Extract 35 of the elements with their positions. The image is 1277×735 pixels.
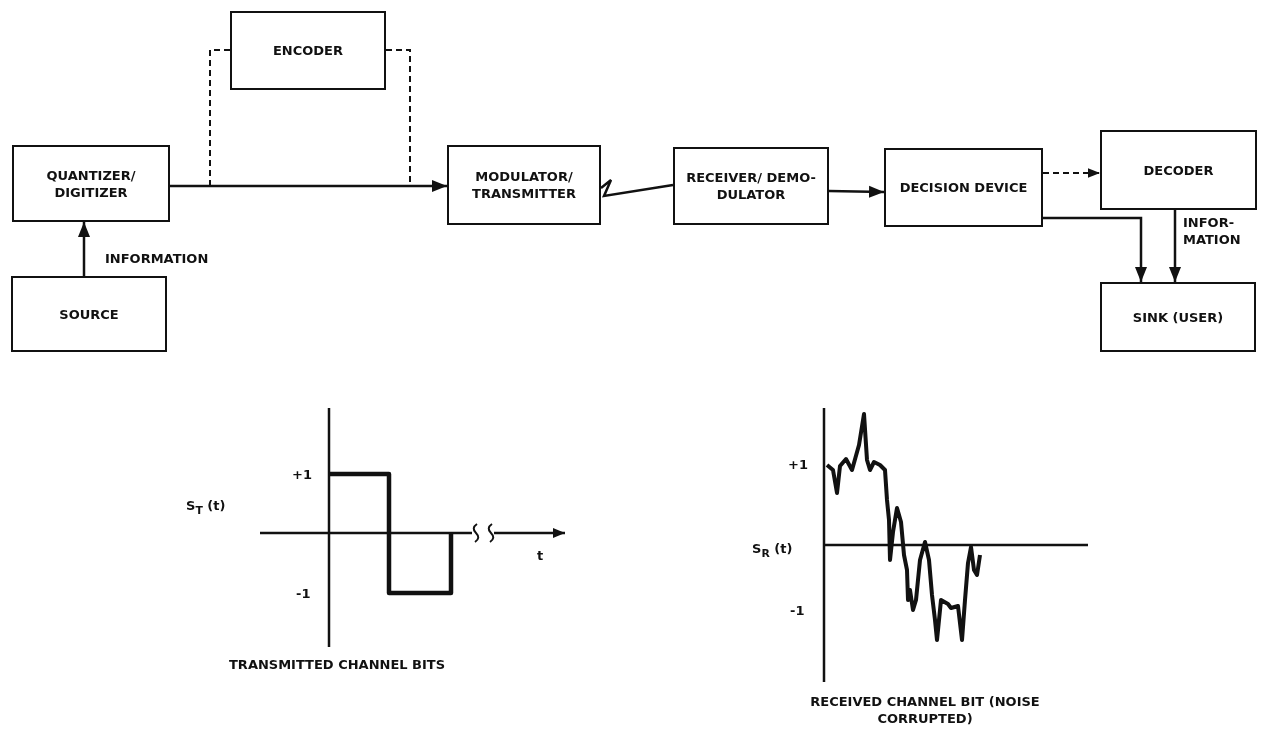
box-label: MODULATOR/ TRANSMITTER [471,168,577,202]
axis-label: S$_{R}$ (t) [752,540,793,562]
process-box [12,145,170,222]
chart-caption: TRANSMITTED CHANNEL BITS [229,656,446,673]
process-box [230,11,386,90]
process-box [673,147,829,225]
box-label: DECISION DEVICE [899,179,1028,196]
arrow [1042,168,1101,178]
arrow [1169,210,1181,282]
tick-label: -1 [296,585,311,602]
box-label: QUANTIZER/ DIGITIZER [45,166,137,201]
box-label: DECODER [1143,161,1214,179]
box-label: SINK (USER) [1132,308,1224,326]
chart-caption: RECEIVED CHANNEL BIT (NOISE CORRUPTED) [809,693,1041,727]
box-label: ENCODER [272,42,343,59]
process-box [1100,130,1257,210]
process-box [447,145,601,225]
connector-line [600,178,674,198]
axis-label: t [537,547,544,564]
process-box [1100,282,1256,352]
process-box [884,148,1043,227]
edge-label: INFOR- MATION [1183,214,1242,248]
edge-label: INFORMATION [105,250,209,267]
box-label: RECEIVER/ DEMO- DULATOR [685,169,817,203]
connector-line [385,49,411,187]
tick-label: +1 [292,466,312,483]
connector-line [169,49,231,187]
process-box [11,276,167,352]
tick-label: -1 [790,602,805,619]
box-label: SOURCE [59,305,119,323]
tick-label: +1 [788,456,808,473]
arrow [828,185,885,198]
axis-label: S$_{T}$ (t) [186,497,226,519]
arrow [1043,216,1147,282]
arrow [78,222,90,276]
